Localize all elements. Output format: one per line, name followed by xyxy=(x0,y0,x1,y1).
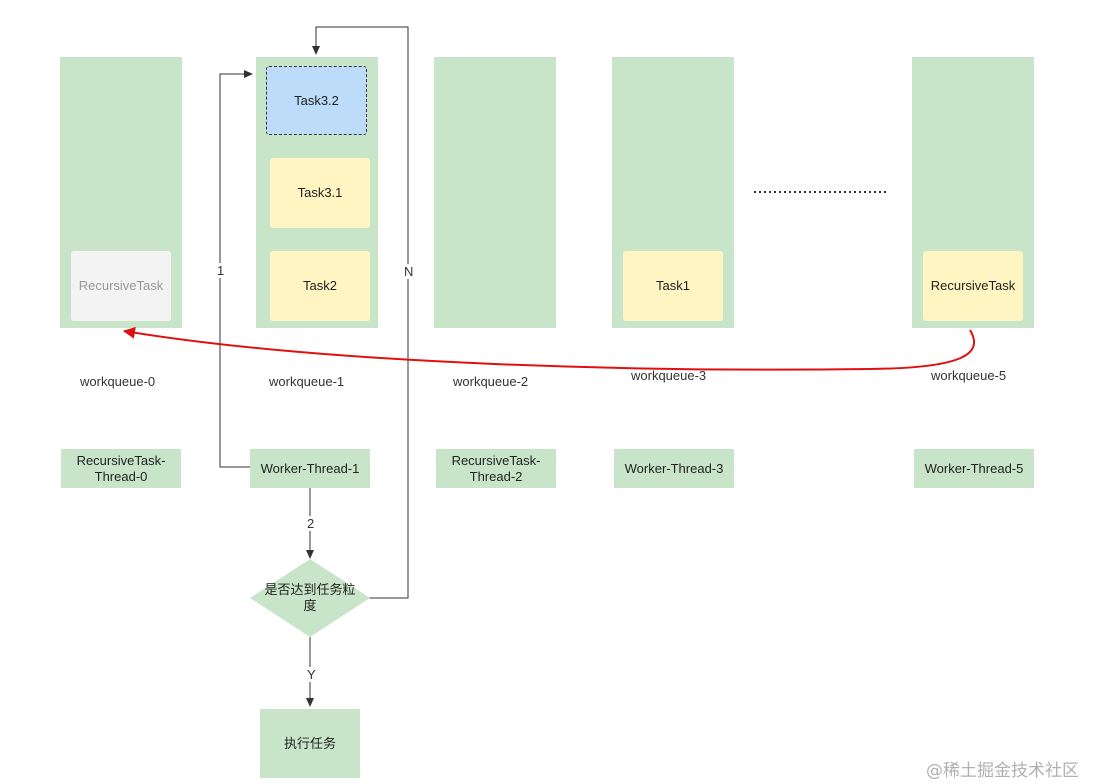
edge-1-label: 1 xyxy=(216,263,226,278)
thread-box-3: Worker-Thread-3 xyxy=(614,449,734,488)
execute-task-box: 执行任务 xyxy=(260,709,360,778)
thread-box-0: RecursiveTask-Thread-0 xyxy=(61,449,181,488)
workqueue-0-label: workqueue-0 xyxy=(80,374,156,389)
task-2: Task2 xyxy=(270,251,370,321)
workqueue-2-label: workqueue-2 xyxy=(453,374,529,389)
edge-y-label: Y xyxy=(306,667,317,682)
edge-n-line xyxy=(312,26,409,599)
workqueue-1-label: workqueue-1 xyxy=(269,374,345,389)
task-recursive-q0: RecursiveTask xyxy=(71,251,171,321)
workqueue-3-label: workqueue-3 xyxy=(631,368,707,383)
workqueue-2-column xyxy=(434,57,556,328)
edge-2-label: 2 xyxy=(306,516,316,531)
task-1: Task1 xyxy=(623,251,723,321)
task-3-2: Task3.2 xyxy=(266,66,367,135)
watermark: @稀土掘金技术社区 xyxy=(926,761,1079,781)
steal-arrow xyxy=(123,326,975,371)
task-3-1: Task3.1 xyxy=(270,158,370,228)
decision-diamond xyxy=(250,559,370,637)
thread-box-2: RecursiveTask-Thread-2 xyxy=(436,449,556,488)
thread-box-5: Worker-Thread-5 xyxy=(914,449,1034,488)
thread-box-1: Worker-Thread-1 xyxy=(250,449,370,488)
task-recursive-q5: RecursiveTask xyxy=(923,251,1023,321)
decision-label: 是否达到任务粒度 xyxy=(264,582,356,613)
workqueue-5-label: workqueue-5 xyxy=(931,368,1007,383)
edge-n-label: N xyxy=(403,264,415,279)
